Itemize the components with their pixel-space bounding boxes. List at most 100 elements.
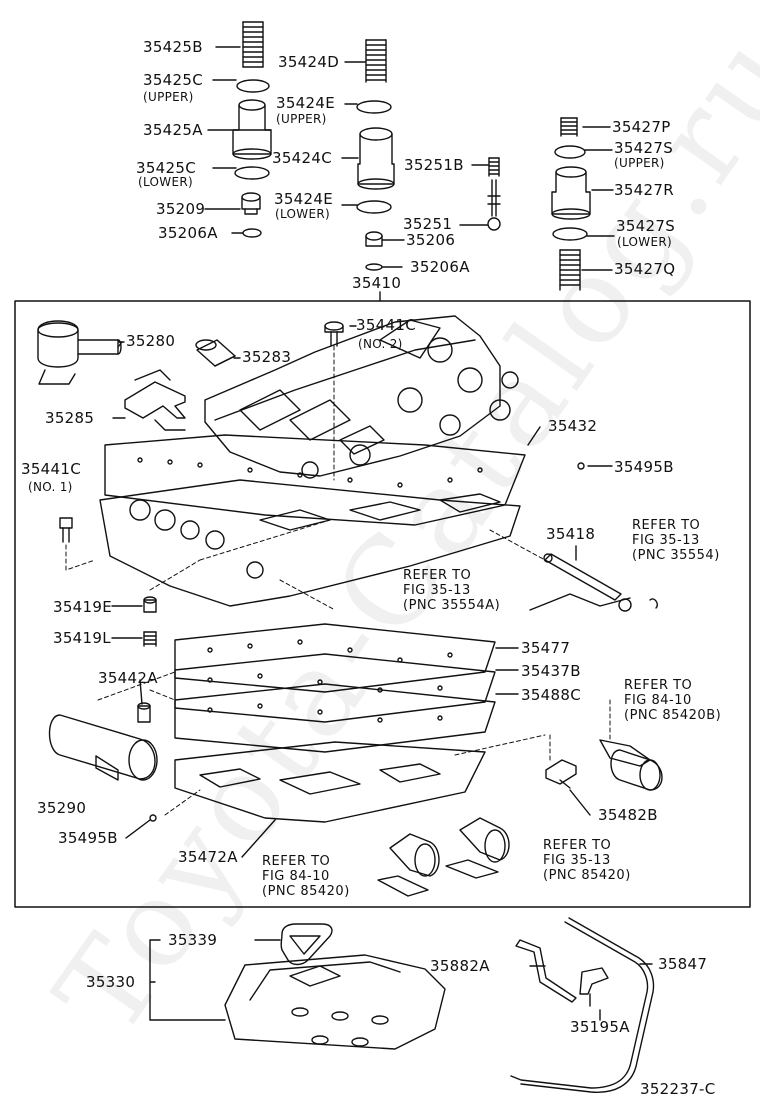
solenoid-ref-85420B <box>599 739 663 791</box>
part-label-35424E-lower[interactable]: 35424E <box>274 190 333 208</box>
leaders-inner <box>111 325 613 858</box>
part-label-35425C-upper[interactable]: 35425C <box>143 71 203 89</box>
plug-35419E <box>143 596 157 613</box>
part-label-35882A[interactable]: 35882A <box>430 957 490 975</box>
reference-note-35554: REFER TO FIG 35-13 (PNC 35554) <box>632 518 720 563</box>
clip-35482B <box>545 759 577 789</box>
part-label-35419L[interactable]: 35419L <box>53 629 111 647</box>
part-label-35419E[interactable]: 35419E <box>53 598 112 616</box>
note-upper-c: (UPPER) <box>614 156 665 170</box>
note-upper-a: (UPPER) <box>143 90 194 104</box>
part-label-35441C-no2[interactable]: 35441C <box>356 316 416 334</box>
part-label-35488C[interactable]: 35488C <box>521 686 581 704</box>
assembly-guides <box>65 345 611 816</box>
spring-35424D <box>365 39 387 83</box>
note-lower-c: (LOWER) <box>617 235 672 249</box>
part-label-35477[interactable]: 35477 <box>521 639 571 657</box>
part-label-35424E-upper[interactable]: 35424E <box>276 94 335 112</box>
upper-valve-body <box>204 315 519 479</box>
part-label-35427R[interactable]: 35427R <box>614 181 674 199</box>
reference-note-85420B: REFER TO FIG 84-10 (PNC 85420B) <box>624 678 722 723</box>
part-label-35495B-b[interactable]: 35495B <box>58 829 118 847</box>
part-label-35437B[interactable]: 35437B <box>521 662 581 680</box>
spring-35419L <box>143 631 157 647</box>
reference-note-35554A: REFER TO FIG 35-13 (PNC 35554A) <box>403 568 501 613</box>
valve-35251 <box>487 179 501 231</box>
part-label-35441C-no1[interactable]: 35441C <box>21 460 81 478</box>
part-label-35495B-a[interactable]: 35495B <box>614 458 674 476</box>
part-label-35418[interactable]: 35418 <box>546 525 596 543</box>
part-label-35425A[interactable]: 35425A <box>143 121 203 139</box>
o-ring-35424E-lower <box>356 200 392 214</box>
part-label-35195A[interactable]: 35195A <box>570 1018 630 1036</box>
part-label-35285[interactable]: 35285 <box>45 409 95 427</box>
bracket-35195A <box>579 967 609 1007</box>
part-label-35283[interactable]: 35283 <box>242 348 292 366</box>
part-label-35432[interactable]: 35432 <box>548 417 598 435</box>
o-ring-35495B-a <box>577 462 585 470</box>
clip-35206A-a <box>242 228 262 238</box>
part-label-35424C[interactable]: 35424C <box>272 149 332 167</box>
part-label-35425B[interactable]: 35425B <box>143 38 203 56</box>
leaders-35251 <box>459 164 489 226</box>
part-label-35280[interactable]: 35280 <box>126 332 176 350</box>
bracket-35285 <box>124 369 186 431</box>
part-label-35847[interactable]: 35847 <box>658 955 708 973</box>
part-label-35330[interactable]: 35330 <box>86 973 136 991</box>
leaders-35425 <box>204 46 244 234</box>
solenoid-35290 <box>48 714 158 781</box>
part-label-35206A-a[interactable]: 35206A <box>158 224 218 242</box>
cover-35472A <box>174 741 486 823</box>
o-ring-35495B-b <box>149 814 157 822</box>
note-no1: (NO. 1) <box>28 480 73 494</box>
note-lower-b: (LOWER) <box>275 207 330 221</box>
plate-35437B <box>174 653 496 723</box>
part-label-35251[interactable]: 35251 <box>403 215 453 233</box>
pipe-ref-35554A <box>529 593 631 611</box>
o-ring-35425C-lower <box>234 166 270 180</box>
gasket-35477 <box>174 623 496 693</box>
part-label-35206A-b[interactable]: 35206A <box>410 258 470 276</box>
o-ring-35427S-upper <box>554 145 586 159</box>
part-label-35472A[interactable]: 35472A <box>178 848 238 866</box>
solenoid-ref-85420-a <box>377 833 440 897</box>
part-label-35425C-lower[interactable]: 35425C <box>136 159 196 177</box>
leaders-strainer <box>149 939 281 1021</box>
note-no2: (NO. 2) <box>358 337 403 351</box>
sleeve-35283 <box>195 339 236 367</box>
spring-35427Q <box>559 249 581 291</box>
part-label-35427P[interactable]: 35427P <box>612 118 671 136</box>
check-35442A <box>137 702 151 723</box>
part-label-35427S-lower[interactable]: 35427S <box>616 217 676 235</box>
clip-35206A-b <box>365 263 383 271</box>
part-label-35427S-upper[interactable]: 35427S <box>614 139 674 157</box>
clip-ref-35554 <box>649 598 659 609</box>
part-label-35290[interactable]: 35290 <box>37 799 87 817</box>
part-label-35410[interactable]: 35410 <box>352 274 402 292</box>
part-label-35442A[interactable]: 35442A <box>98 669 158 687</box>
leaders-35424 <box>341 61 405 268</box>
part-label-35427Q[interactable]: 35427Q <box>614 260 676 278</box>
valve-body-enclosure <box>14 300 751 908</box>
part-label-35209[interactable]: 35209 <box>156 200 206 218</box>
part-label-35251B[interactable]: 35251B <box>404 156 464 174</box>
sleeve-35424C <box>357 127 395 190</box>
pipe-35882A <box>515 939 577 1003</box>
solenoid-ref-85420-b <box>445 817 510 879</box>
spring-35427P <box>560 117 578 137</box>
part-label-35206[interactable]: 35206 <box>406 231 456 249</box>
note-lower-a: (LOWER) <box>138 175 193 189</box>
reference-note-85420-a: REFER TO FIG 35-13 (PNC 85420) <box>543 838 631 883</box>
leaders-35427 <box>581 126 615 271</box>
pin-35418 <box>543 553 632 612</box>
plug-35209 <box>241 192 261 215</box>
part-label-35424D[interactable]: 35424D <box>278 53 340 71</box>
part-label-35339[interactable]: 35339 <box>168 931 218 949</box>
reference-note-85420-b: REFER TO FIG 84-10 (PNC 85420) <box>262 854 350 899</box>
o-ring-35427S-lower <box>552 227 588 241</box>
part-label-35482B[interactable]: 35482B <box>598 806 658 824</box>
plug-35206 <box>365 231 383 247</box>
tube-35847 <box>510 917 655 1093</box>
oil-strainer-35330 <box>224 954 446 1050</box>
diagram-id: 352237-C <box>640 1080 716 1098</box>
